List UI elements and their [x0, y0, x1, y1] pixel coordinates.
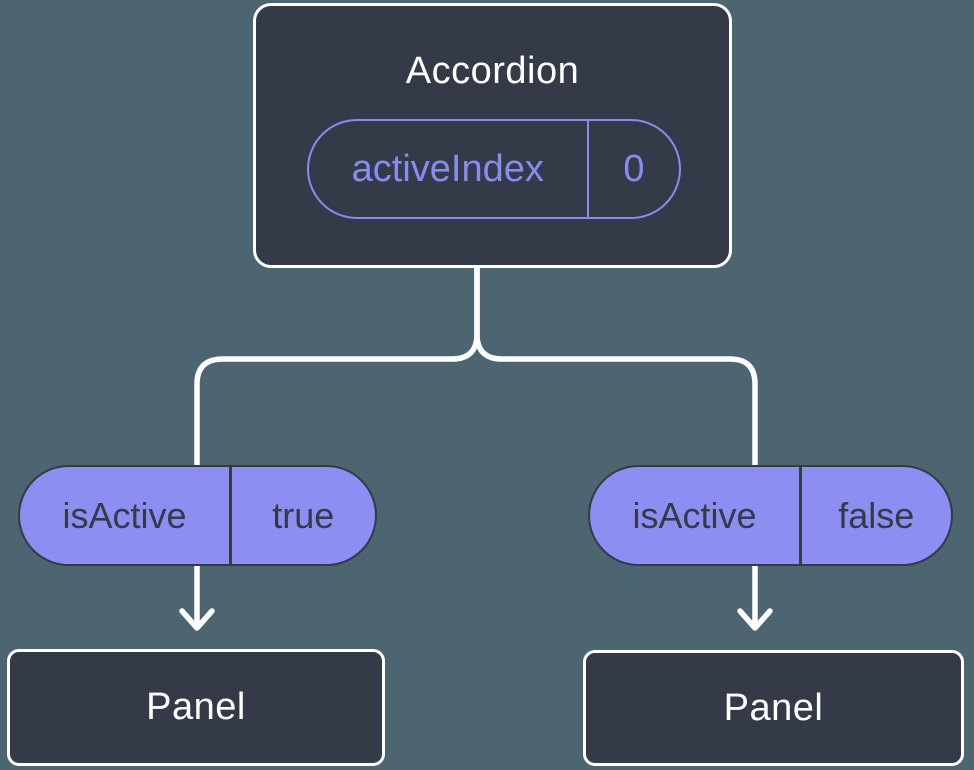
- arrow-down-icon: [179, 561, 215, 631]
- state-prop-name: activeIndex: [351, 147, 544, 190]
- is-active-pill-left: isActive true: [18, 465, 377, 566]
- accordion-node: Accordion activeIndex 0: [253, 3, 732, 268]
- connector-left-branch: [194, 260, 480, 470]
- arrow-down-icon: [737, 561, 773, 631]
- is-active-pill-right: isActive false: [588, 465, 953, 566]
- prop-name: isActive: [62, 494, 187, 536]
- connector-right-branch: [474, 260, 758, 470]
- panel-node-title: Panel: [146, 686, 246, 728]
- prop-value: true: [272, 494, 335, 536]
- prop-name: isActive: [632, 494, 757, 536]
- accordion-node-title: Accordion: [405, 50, 580, 92]
- pill-divider: [229, 467, 232, 564]
- panel-node-right: Panel: [583, 650, 964, 766]
- panel-node-title: Panel: [723, 686, 824, 729]
- pill-divider: [586, 121, 589, 217]
- pill-divider: [799, 467, 802, 564]
- prop-value: false: [838, 494, 915, 536]
- active-index-state-pill: activeIndex 0: [307, 119, 681, 219]
- state-prop-value: 0: [623, 147, 645, 190]
- panel-node-left: Panel: [7, 649, 385, 766]
